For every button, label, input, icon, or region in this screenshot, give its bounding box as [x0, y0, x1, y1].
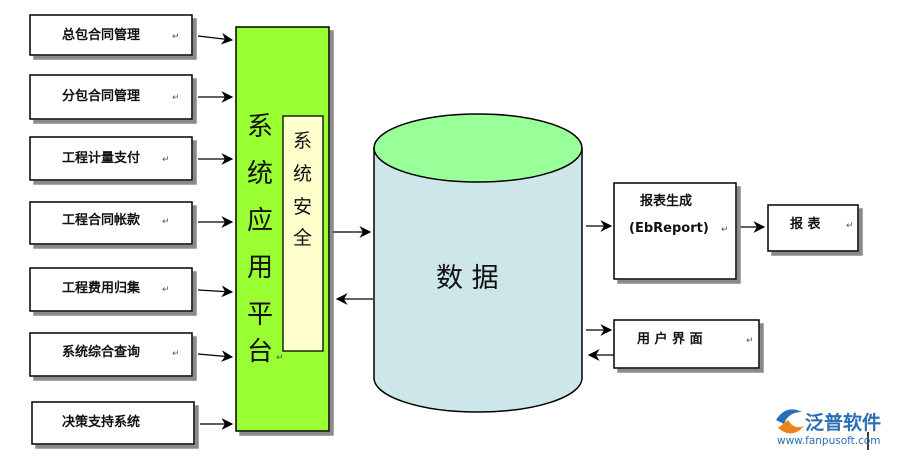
- db-report-arrows: [586, 220, 766, 361]
- brand-logo: 泛普软件 www.fanpusoft.com: [776, 409, 881, 447]
- system-security-box: 系 统 安 全: [282, 115, 324, 352]
- module-arrows: [197, 32, 234, 430]
- logo-name: 泛普软件: [805, 411, 881, 434]
- paragraph-mark: ↵: [746, 336, 754, 346]
- security-char: 全: [293, 227, 312, 249]
- logo-swirl-icon: [776, 409, 804, 434]
- platform-title-char: 用: [247, 253, 273, 283]
- security-char: 统: [293, 163, 312, 185]
- report-engine-subtitle: (EbReport): [629, 221, 709, 236]
- module-label-3: 工程计量支付: [62, 150, 140, 166]
- paragraph-mark: ↵: [162, 217, 170, 227]
- security-char: 系: [293, 130, 312, 152]
- module-box-6: 系统综合查询 ↵: [29, 332, 193, 377]
- module-box-2: 分包合同管理 ↵: [29, 74, 193, 120]
- module-label-6: 系统综合查询: [62, 344, 140, 360]
- paragraph-mark: ↵: [276, 353, 284, 363]
- report-engine-box: 报表生成 (EbReport) ↵: [613, 182, 737, 280]
- module-box-1: 总包合同管理 ↵: [29, 14, 193, 56]
- module-box-5: 工程费用归集 ↵: [29, 267, 193, 312]
- report-engine-title: 报表生成: [640, 193, 692, 209]
- security-char: 安: [293, 196, 312, 218]
- paragraph-mark: ↵: [162, 285, 170, 295]
- platform-title-char: 系: [247, 112, 273, 142]
- user-interface-label: 用 户 界 面: [636, 331, 703, 347]
- database-label: 数 据: [436, 263, 499, 294]
- user-interface-box: 用 户 界 面 ↵: [613, 319, 760, 369]
- logo-url: www.fanpusoft.com: [777, 435, 881, 447]
- paragraph-mark: ↵: [721, 225, 729, 235]
- module-label-7: 决策支持系统: [62, 414, 140, 430]
- report-box: 报 表 ↵: [767, 204, 859, 252]
- module-box-3: 工程计量支付 ↵: [29, 136, 193, 181]
- platform-database-arrows: [333, 226, 373, 305]
- module-box-4: 工程合同帐款 ↵: [29, 201, 193, 245]
- module-label-1: 总包合同管理: [62, 27, 140, 43]
- paragraph-mark: ↵: [846, 221, 854, 231]
- paragraph-mark: ↵: [172, 32, 180, 42]
- module-label-5: 工程费用归集: [62, 280, 141, 296]
- platform-title-char: 应: [247, 206, 273, 236]
- platform-title-char: 平: [247, 300, 273, 330]
- module-label-4: 工程合同帐款: [62, 212, 141, 228]
- platform-title-char: 统: [247, 159, 273, 189]
- paragraph-mark: ↵: [172, 349, 180, 359]
- database-cylinder: 数 据: [373, 113, 583, 413]
- module-box-7: 决策支持系统: [31, 401, 195, 445]
- platform-title-char: 台: [247, 337, 273, 367]
- module-label-2: 分包合同管理: [62, 88, 140, 104]
- platform-title-vertical: 系 统 应 用 平 台: [247, 112, 273, 367]
- paragraph-mark: ↵: [172, 93, 180, 103]
- report-label: 报 表: [790, 216, 822, 232]
- paragraph-mark: ↵: [162, 155, 170, 165]
